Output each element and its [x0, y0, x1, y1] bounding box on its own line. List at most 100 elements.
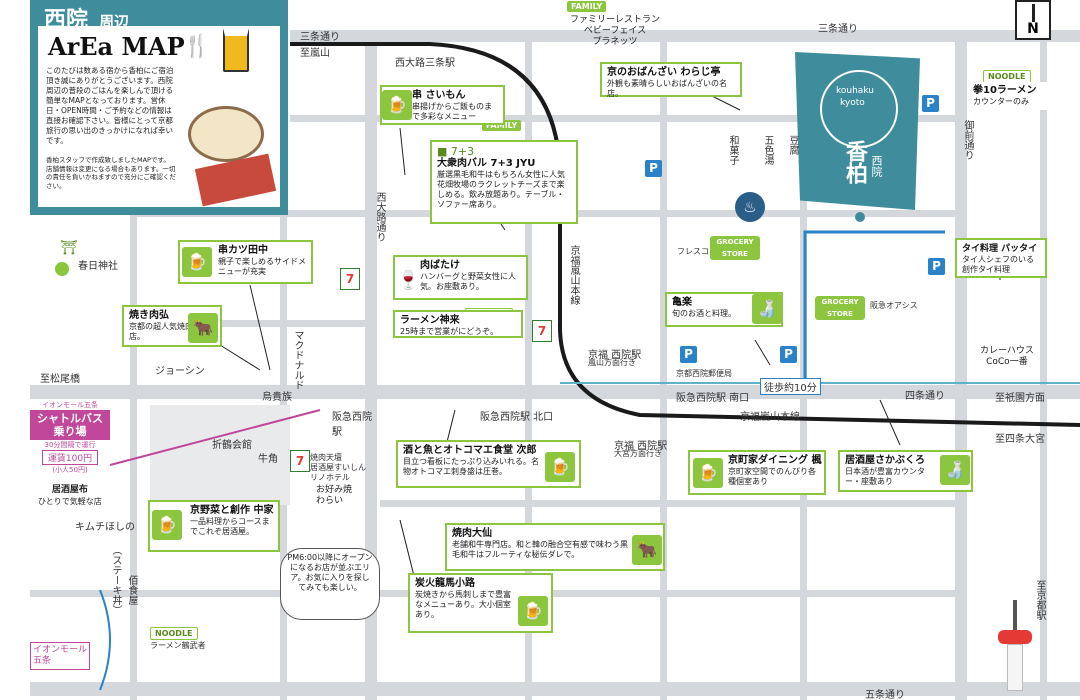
label-steak-don: （ステーキ丼）	[110, 545, 121, 615]
shop-card-yakiniku-daisen[interactable]: 焼肉大仙 老舗和牛専門店。和と韓の融合空有感で味わう黒毛和牛はフルーティな秘伝ダ…	[445, 523, 665, 571]
road-gojo	[30, 682, 1080, 696]
label-ramen-tsurumusha: ラーメン鶴武者	[150, 641, 206, 650]
road-v2	[280, 40, 287, 700]
label-hankyu-north: 阪急西院駅 北口	[480, 412, 554, 423]
label-kimchi: キムチほしの	[75, 522, 135, 533]
street-shijo: 四条通り	[905, 391, 945, 402]
road-v3	[660, 40, 667, 700]
parking-icon: P	[680, 346, 697, 363]
family-tag-1: FAMILY	[567, 1, 607, 12]
label-to-kyoto-station: 至京都駅	[1034, 580, 1045, 620]
shop-card-nikubatake[interactable]: 肉ばたけ ハンバーグと野菜女性に人気。お座敷あり。	[393, 255, 528, 300]
road-v1	[130, 210, 137, 700]
grocery-store-2: GROCERY STORE	[815, 296, 865, 320]
hankyu-station-block	[150, 405, 290, 505]
shuttle-box: イオンモール五条 シャトルバス乗り場 30分間隔で運行 運賃100円 (小人50…	[30, 400, 110, 480]
label-keifuku-sai-arashi: 京福 西院駅	[588, 350, 642, 361]
street-randen: 京福嵐山本線	[568, 245, 579, 305]
label-goshikiyu: 五色湯	[762, 135, 773, 165]
road-goshomae	[955, 30, 967, 700]
noodle-tag-3: NOODLE	[150, 627, 198, 640]
sake-icon: 🍶	[940, 455, 970, 485]
torii-icon: ⛩	[60, 240, 78, 256]
label-aeon-gojo: イオンモール 五条	[30, 642, 91, 670]
street-nishioji: 西大路通り	[374, 192, 385, 242]
road-v5	[525, 40, 532, 700]
hotel-name-sub: 西院	[870, 155, 883, 177]
street-goshomae: 御前通り	[962, 120, 973, 160]
street-sanjo-right: 三条通り	[818, 24, 858, 35]
aeon-route	[99, 589, 111, 691]
label-family-restaurant: ファミリーレストラン ベビーフェイス プラネッツ	[570, 15, 661, 47]
shuttle-line	[109, 409, 321, 466]
header-panel: 西院 周辺 ArEa MAP 🍴 このたびは数ある宿から香柏にご宿泊頂き誠にあり…	[30, 0, 288, 215]
label-hankyu-sai: 阪急西院駅	[332, 412, 372, 438]
shuttle-title: シャトルバス乗り場	[30, 410, 110, 440]
shop-card-ken10-ramen[interactable]: 拳10ラーメン カウンターのみ	[968, 82, 1048, 110]
compass-icon: N	[1015, 0, 1051, 40]
street-randen-2: 京福嵐山本線	[740, 412, 800, 423]
hotel-name-en-1: kouhaku	[836, 86, 874, 96]
seven-eleven-icon: 7	[290, 450, 310, 472]
shop-izakaya-nuno[interactable]: 居酒屋布 ひとりで気軽な店	[38, 485, 102, 506]
shop-card-ramen-shinrai[interactable]: ラーメン神来 25時まで営業がにどうぞ。	[393, 310, 523, 338]
beer-icon: 🍺	[693, 458, 723, 488]
label-to-shijo-omiya: 至四条大宮	[995, 434, 1045, 445]
label-curry-house: カレーハウス CoCo一番	[980, 346, 1034, 367]
beer-glass-icon	[223, 28, 249, 72]
hotel-name-en-2: kyoto	[840, 98, 865, 108]
map-title: ArEa MAP	[48, 32, 185, 61]
label-hyakushokuya: 佰食屋	[126, 575, 137, 605]
hotel-name-kanji: 香柏	[842, 140, 867, 184]
tree-icon	[55, 262, 69, 276]
shuttle-top: イオンモール五条	[42, 401, 98, 409]
walk-route	[803, 230, 945, 383]
kyoto-tower-icon	[990, 600, 1040, 695]
hotel-pin-icon	[855, 212, 865, 222]
disclaimer-text: 香柏スタッフで作成致しましたMAPです。店舗情報は変更になる場合もあります。一切…	[46, 156, 176, 190]
label-mcdonalds: マクドナルド	[292, 330, 303, 390]
night-area-bubble: PM6:00以降にオープンになるお店が並ぶエリア。お気に入りを探してみても楽しい…	[280, 548, 380, 620]
shop-card-nakaya[interactable]: 京野菜と創作 中家 一品料理からコースまでこれぞ居酒屋。	[148, 500, 280, 552]
street-sanjo-left: 三条通り	[300, 32, 340, 43]
label-to-matsuo: 至松尾橋	[40, 374, 80, 385]
label-to-gion: 至祇園方面	[995, 393, 1045, 404]
label-yakiniku-tendan: 焼肉天壇	[310, 453, 342, 462]
road-h4	[380, 500, 955, 507]
label-tofu: 豆腐	[787, 135, 798, 155]
meat-plate-icon	[194, 153, 277, 207]
shop-card-thai-pattai[interactable]: タイ料理 パッタイ タイ人シェフのいる創作タイ料理	[955, 238, 1047, 278]
shop-card-7-3-jyu[interactable]: ■ 7+3 大衆肉バル 7+3 JYU 厳選黒毛和牛はもちろん女性に人気花畑牧場…	[430, 140, 578, 224]
parking-icon: P	[922, 95, 939, 112]
leader-3	[249, 284, 271, 371]
label-izakaya-suishin: 居酒屋すいしん	[310, 463, 366, 472]
road-nishioji	[365, 30, 377, 700]
label-nishioji-sanjo-station: 西大路三条駅	[395, 58, 455, 69]
label-torikizoku: 烏貴族	[262, 392, 292, 403]
shop-card-waraji-tei[interactable]: 京のおばんざい わらじ亭 外観も素晴らしいおばんざいの名店。	[600, 62, 742, 98]
road-v6	[1040, 40, 1047, 700]
leader-4	[219, 344, 261, 371]
shuttle-fare: 運賃100円	[42, 450, 98, 465]
onsen-icon: ♨	[735, 192, 765, 222]
label-post-office: 京都西院郵便局	[676, 369, 732, 378]
label-to-arashiyama: 至嵐山	[300, 48, 330, 59]
cow-icon: 🐂	[188, 313, 218, 343]
label-hankyu-oasis: 阪急オアシス	[870, 301, 918, 310]
label-hankyu-south: 阪急西院駅 南口	[676, 393, 750, 404]
street-gojo: 五条通り	[865, 690, 905, 700]
family-tag-2: FAMILY	[482, 120, 522, 131]
ramen-bowl-icon	[188, 106, 264, 162]
intro-text: このたびは数ある宿から香柏にご宿泊頂き誠にありがとうございます。西院周辺の普段の…	[46, 66, 174, 145]
wine-icon: 🍷	[397, 270, 420, 291]
grocery-store-1: GROCERY STORE	[710, 236, 760, 260]
label-rino-hotel: リノホテル	[310, 473, 350, 482]
label-keifuku-sai-arashi-sub: 嵐山方面行き	[588, 358, 636, 367]
label-kasuga-shrine: 春日神社	[78, 261, 118, 272]
leader-6	[754, 339, 771, 366]
beer-icon: 🍺	[382, 90, 412, 120]
label-okonomiyaki: お好み焼 わらい	[316, 485, 353, 506]
cow-icon: 🐂	[632, 535, 662, 565]
parking-icon: P	[780, 346, 797, 363]
